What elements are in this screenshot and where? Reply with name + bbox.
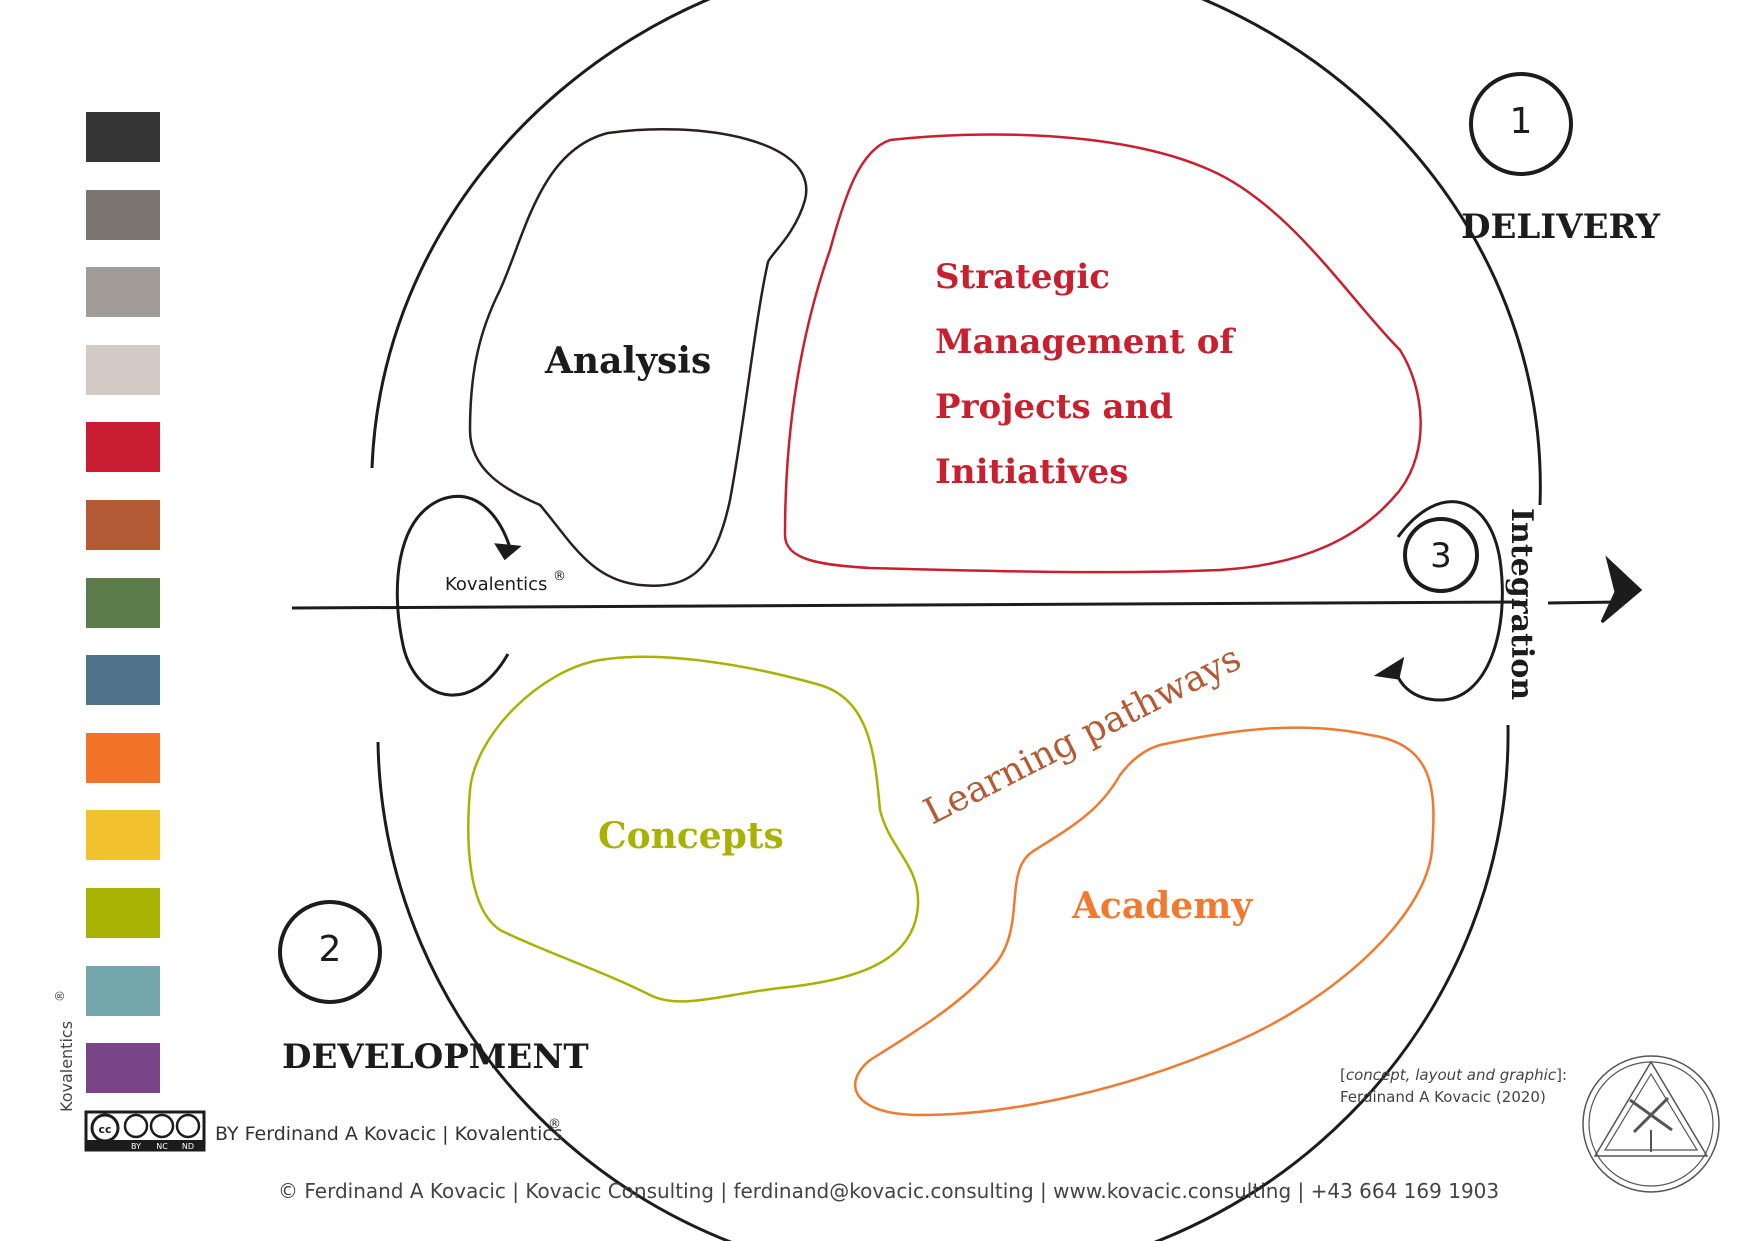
palette-swatch	[86, 966, 160, 1016]
development-number-circle	[278, 900, 382, 1004]
strategic-label-line-4: Initiatives	[935, 452, 1128, 492]
concepts-label: Concepts	[598, 815, 784, 857]
palette-swatch	[86, 500, 160, 550]
palette-swatch	[86, 733, 160, 783]
academy-label: Academy	[1071, 885, 1253, 927]
right-cycle-arrowhead	[1373, 656, 1405, 680]
palette-swatch	[86, 190, 160, 240]
integration-number-circle	[1403, 517, 1479, 593]
kovacic-emblem-icon	[1582, 1055, 1720, 1193]
palette-swatch	[86, 888, 160, 938]
delivery-label: DELIVERY	[1461, 207, 1661, 247]
concept-italic: concept, layout and graphic	[1346, 1066, 1557, 1084]
integration-label: Integration	[1504, 508, 1539, 700]
license-text: BY Ferdinand A Kovacic | Kovalentics	[215, 1123, 563, 1145]
concept-bracket-open: [	[1340, 1066, 1346, 1084]
palette-swatch	[86, 112, 160, 162]
left-cycle-arrow	[395, 494, 512, 697]
color-palette	[86, 112, 160, 1093]
kovalentics-inline-brand: Kovalentics	[445, 574, 547, 595]
horizontal-axis	[291, 600, 1521, 610]
left-cycle-arrowhead	[494, 543, 522, 561]
license-registered: ®	[548, 1117, 561, 1132]
learning-pathways-label: Learning pathways	[917, 638, 1247, 833]
analysis-area-outline	[468, 127, 808, 587]
right-cycle-arrow	[1394, 500, 1504, 702]
cc-badge-nd: ND	[182, 1142, 194, 1151]
analysis-label: Analysis	[544, 340, 711, 382]
palette-swatch	[86, 1043, 160, 1093]
footer-contact: © Ferdinand A Kovacic | Kovacic Consulti…	[278, 1179, 1499, 1203]
cc-badge-by: BY	[131, 1142, 141, 1151]
kovalentics-vertical-registered: ®	[53, 990, 67, 1002]
cc-license-badge: cc BY NC ND	[84, 1110, 206, 1152]
axis-arrowhead	[1600, 555, 1643, 624]
palette-swatch	[86, 810, 160, 860]
axis-arrow-shaft	[1547, 600, 1621, 605]
cc-badge-nc: NC	[156, 1142, 168, 1151]
palette-swatch	[86, 267, 160, 317]
palette-swatch	[86, 655, 160, 705]
concept-bracket-close: ]:	[1556, 1066, 1567, 1084]
concepts-area-outline	[467, 655, 920, 1003]
kovalentics-inline-registered: ®	[553, 569, 566, 584]
outer-circle-upper-arc	[370, 0, 1542, 506]
palette-swatch	[86, 345, 160, 395]
academy-area-outline	[853, 726, 1435, 1117]
outer-circle-lower-arc	[376, 724, 1510, 1241]
development-number: 2	[319, 929, 342, 970]
strategic-label-line-3: Projects and	[935, 387, 1173, 427]
palette-swatch	[86, 422, 160, 472]
concept-credit-line: [concept, layout and graphic]:	[1340, 1066, 1567, 1084]
delivery-number-circle	[1469, 72, 1573, 176]
strategic-label-line-1: Strategic	[935, 257, 1110, 297]
svg-text:cc: cc	[98, 1123, 111, 1136]
strategic-label-line-2: Management of	[935, 322, 1236, 362]
strategic-area-outline	[783, 133, 1422, 574]
concept-author: Ferdinand A Kovacic (2020)	[1340, 1088, 1546, 1106]
kovalentics-vertical-brand: Kovalentics	[57, 1021, 76, 1112]
development-label: DEVELOPMENT	[282, 1037, 589, 1077]
delivery-number: 1	[1510, 101, 1533, 142]
integration-number: 3	[1430, 536, 1452, 576]
palette-swatch	[86, 578, 160, 628]
